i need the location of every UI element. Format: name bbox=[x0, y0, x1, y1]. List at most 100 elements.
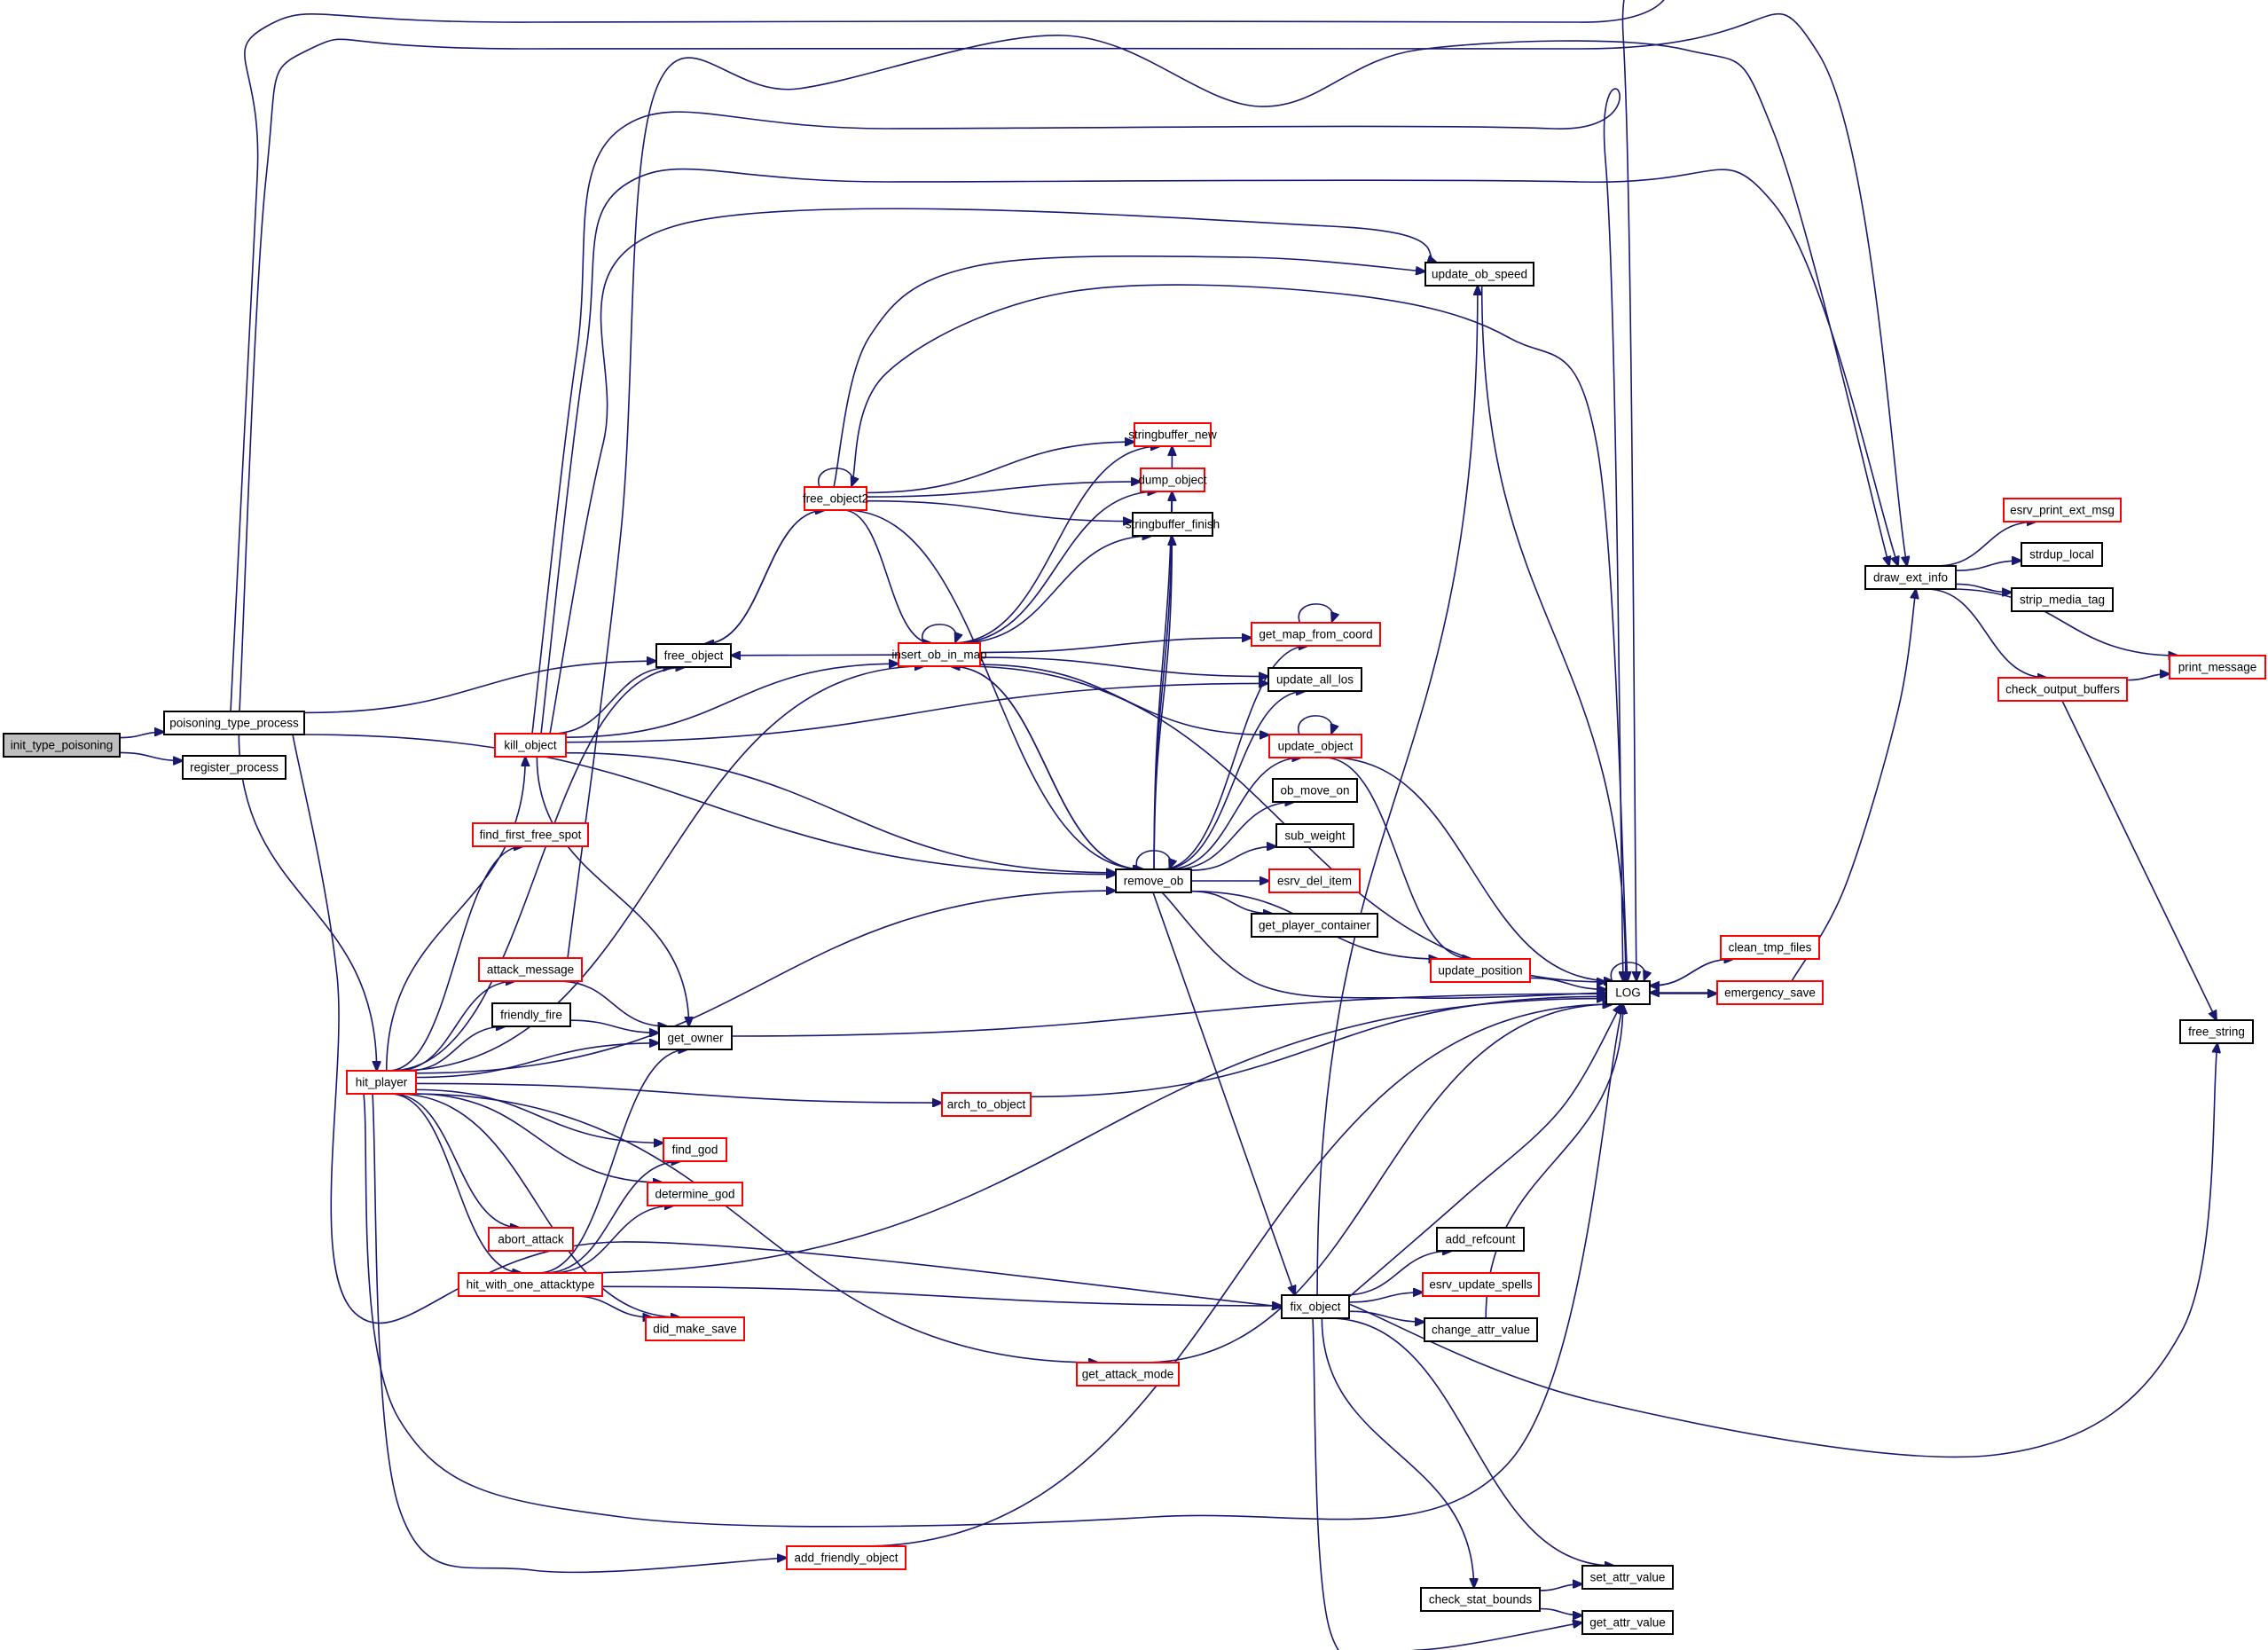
node-box[interactable] bbox=[1267, 667, 1362, 692]
node-box[interactable] bbox=[663, 1137, 727, 1162]
node-abort-attack[interactable]: abort_attack bbox=[488, 1227, 574, 1252]
node-box[interactable] bbox=[1422, 1272, 1540, 1297]
node-update-ob-speed[interactable]: update_ob_speed bbox=[1424, 262, 1534, 287]
node-box[interactable] bbox=[472, 822, 589, 847]
node-hit-with-one-attacktype[interactable]: hit_with_one_attacktype bbox=[458, 1272, 603, 1297]
node-esrv-print-ext-msg[interactable]: esrv_print_ext_msg bbox=[2003, 498, 2122, 522]
node-box[interactable] bbox=[1076, 1362, 1180, 1387]
node-box[interactable] bbox=[1140, 468, 1205, 492]
node-box[interactable] bbox=[346, 1070, 417, 1095]
node-box[interactable] bbox=[1251, 622, 1381, 647]
node-box[interactable] bbox=[1272, 778, 1358, 803]
node-box[interactable] bbox=[655, 643, 732, 668]
node-box[interactable] bbox=[182, 755, 286, 780]
node-box[interactable] bbox=[2011, 587, 2114, 612]
node-get-attr-value[interactable]: get_attr_value bbox=[1581, 1610, 1674, 1635]
node-box[interactable] bbox=[645, 1316, 745, 1341]
node-stringbuffer-new[interactable]: stringbuffer_new bbox=[1128, 422, 1217, 447]
node-box[interactable] bbox=[1268, 868, 1361, 893]
node-box[interactable] bbox=[2021, 542, 2103, 567]
node-box[interactable] bbox=[1716, 980, 1824, 1005]
node-box[interactable] bbox=[478, 957, 583, 982]
node-box[interactable] bbox=[494, 733, 567, 758]
node-clean-tmp-files[interactable]: clean_tmp_files bbox=[1720, 935, 1820, 960]
node-box[interactable] bbox=[491, 1002, 571, 1027]
node-box[interactable] bbox=[1281, 1294, 1350, 1319]
node-box[interactable] bbox=[1581, 1610, 1674, 1635]
node-update-all-los[interactable]: update_all_los bbox=[1267, 667, 1362, 692]
node-box[interactable] bbox=[941, 1092, 1032, 1117]
node-check-output-buffers[interactable]: check_output_buffers bbox=[1997, 677, 2128, 702]
node-print-message[interactable]: print_message bbox=[2169, 655, 2266, 680]
node-arch-to-object[interactable]: arch_to_object bbox=[941, 1092, 1032, 1117]
node-box[interactable] bbox=[1605, 980, 1651, 1005]
node-get-player-container[interactable]: get_player_container bbox=[1251, 913, 1378, 938]
node-box[interactable] bbox=[898, 642, 981, 667]
node-box[interactable] bbox=[804, 486, 867, 511]
node-free-object2[interactable]: free_object2 bbox=[803, 486, 868, 511]
node-add-refcount[interactable]: add_refcount bbox=[1436, 1227, 1525, 1252]
node-box[interactable] bbox=[1864, 565, 1957, 590]
node-remove-ob[interactable]: remove_ob bbox=[1115, 868, 1192, 893]
node-add-friendly-object[interactable]: add_friendly_object bbox=[786, 1545, 906, 1570]
node-box[interactable] bbox=[488, 1227, 574, 1252]
node-box[interactable] bbox=[2169, 655, 2266, 680]
node-sub-weight[interactable]: sub_weight bbox=[1275, 823, 1354, 848]
node-box[interactable] bbox=[2179, 1019, 2254, 1044]
node-find-first-free-spot[interactable]: find_first_free_spot bbox=[472, 822, 589, 847]
node-stringbuffer-finish[interactable]: stringbuffer_finish bbox=[1126, 512, 1220, 537]
node-box[interactable] bbox=[1420, 1587, 1541, 1612]
node-box[interactable] bbox=[1720, 935, 1820, 960]
node-box[interactable] bbox=[2003, 498, 2122, 522]
node-dump-object[interactable]: dump_object bbox=[1138, 468, 1207, 492]
node-box[interactable] bbox=[1436, 1227, 1525, 1252]
node-esrv-update-spells[interactable]: esrv_update_spells bbox=[1422, 1272, 1540, 1297]
node-box[interactable] bbox=[1997, 677, 2128, 702]
node-get-attack-mode[interactable]: get_attack_mode bbox=[1076, 1362, 1180, 1387]
node-box[interactable] bbox=[647, 1182, 743, 1206]
node-change-attr-value[interactable]: change_attr_value bbox=[1424, 1317, 1538, 1342]
node-update-object[interactable]: update_object bbox=[1268, 734, 1362, 758]
node-box[interactable] bbox=[458, 1272, 603, 1297]
node-poisoning-type-process[interactable]: poisoning_type_process bbox=[163, 711, 305, 735]
node-strdup-local[interactable]: strdup_local bbox=[2021, 542, 2103, 567]
node-find-god[interactable]: find_god bbox=[663, 1137, 727, 1162]
node-free-object[interactable]: free_object bbox=[655, 643, 732, 668]
node-kill-object[interactable]: kill_object bbox=[494, 733, 567, 758]
node-box[interactable] bbox=[1424, 1317, 1538, 1342]
node-fix-object[interactable]: fix_object bbox=[1281, 1294, 1350, 1319]
node-box[interactable] bbox=[3, 733, 121, 758]
node-box[interactable] bbox=[1251, 913, 1378, 938]
node-box[interactable] bbox=[1132, 512, 1213, 537]
node-update-position[interactable]: update_position bbox=[1430, 958, 1531, 983]
node-draw-ext-info[interactable]: draw_ext_info bbox=[1864, 565, 1957, 590]
node-box[interactable] bbox=[1115, 868, 1192, 893]
node-hit-player[interactable]: hit_player bbox=[346, 1070, 417, 1095]
node-check-stat-bounds[interactable]: check_stat_bounds bbox=[1420, 1587, 1541, 1612]
node-box[interactable] bbox=[786, 1545, 906, 1570]
node-get-map-from-coord[interactable]: get_map_from_coord bbox=[1251, 622, 1381, 647]
node-box[interactable] bbox=[658, 1025, 733, 1050]
node-register-process[interactable]: register_process bbox=[182, 755, 286, 780]
node-set-attr-value[interactable]: set_attr_value bbox=[1581, 1565, 1674, 1590]
node-box[interactable] bbox=[1134, 422, 1212, 447]
node-attack-message[interactable]: attack_message bbox=[478, 957, 583, 982]
node-free-string[interactable]: free_string bbox=[2179, 1019, 2254, 1044]
node-box[interactable] bbox=[163, 711, 305, 735]
node-did-make-save[interactable]: did_make_save bbox=[645, 1316, 745, 1341]
node-esrv-del-item[interactable]: esrv_del_item bbox=[1268, 868, 1361, 893]
node-insert-ob-in-map[interactable]: insert_ob_in_map bbox=[891, 642, 987, 667]
node-box[interactable] bbox=[1581, 1565, 1674, 1590]
node-friendly-fire[interactable]: friendly_fire bbox=[491, 1002, 571, 1027]
node-emergency-save[interactable]: emergency_save bbox=[1716, 980, 1824, 1005]
node-box[interactable] bbox=[1268, 734, 1362, 758]
node-get-owner[interactable]: get_owner bbox=[658, 1025, 733, 1050]
node-log[interactable]: LOG bbox=[1605, 980, 1651, 1005]
node-determine-god[interactable]: determine_god bbox=[647, 1182, 743, 1206]
node-strip-media-tag[interactable]: strip_media_tag bbox=[2011, 587, 2114, 612]
node-box[interactable] bbox=[1424, 262, 1534, 287]
node-box[interactable] bbox=[1275, 823, 1354, 848]
node-ob-move-on[interactable]: ob_move_on bbox=[1272, 778, 1358, 803]
node-init-type-poisoning[interactable]: init_type_poisoning bbox=[3, 733, 121, 758]
node-box[interactable] bbox=[1430, 958, 1531, 983]
